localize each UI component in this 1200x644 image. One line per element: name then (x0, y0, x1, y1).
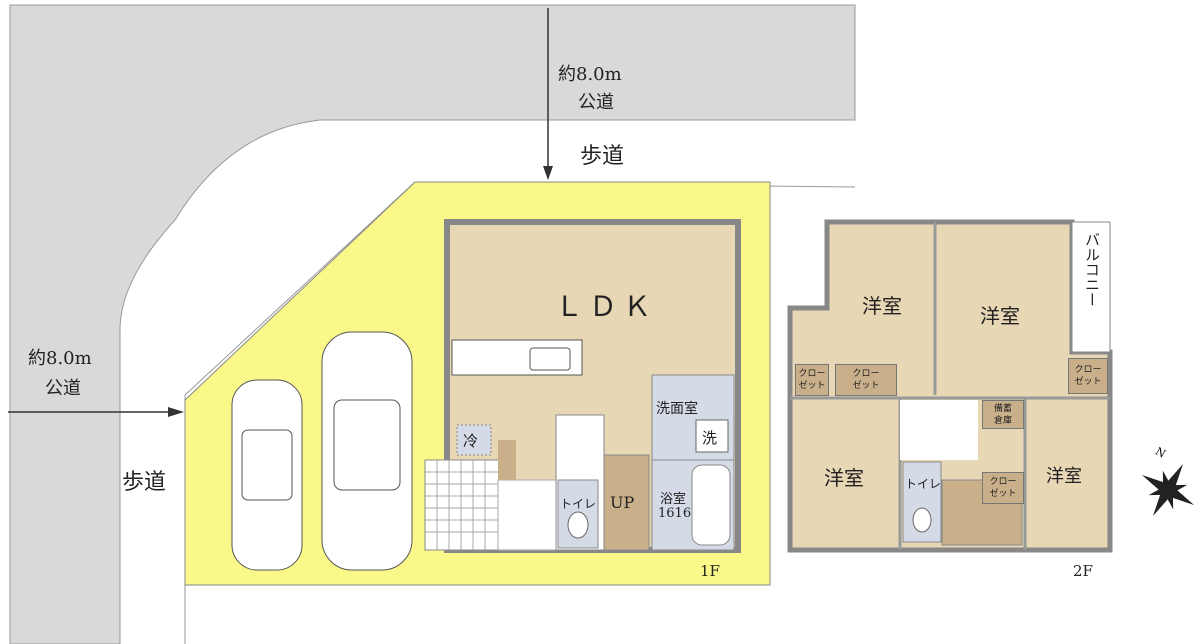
public-road (9, 4, 856, 644)
road-type-left: 公道 (45, 378, 81, 399)
car-icon (231, 379, 303, 571)
room-western-1: 洋室 (862, 294, 902, 318)
closet-label: ゼット (798, 381, 826, 391)
room-western-3: 洋室 (824, 466, 864, 490)
room-bath: 浴室 (660, 492, 687, 507)
room-western-2: 洋室 (980, 304, 1020, 328)
bath-size: 1616 (658, 506, 692, 521)
road-type-top: 公道 (578, 92, 614, 113)
floor-label-1f: 1F (700, 562, 720, 580)
svg-text:N: N (1153, 445, 1168, 461)
closet-label: クロー (989, 477, 1017, 487)
closet-3: クローゼット (1068, 358, 1108, 394)
room-western-4: 洋室 (1046, 466, 1082, 487)
stairs-up-label: UP (610, 493, 635, 512)
closet-label: ゼット (852, 381, 880, 391)
room-ldk: ＬＤＫ (555, 290, 658, 323)
storage: 備蓄倉庫 (982, 400, 1024, 429)
closet-label: クロー (798, 369, 826, 379)
road-width-left: 約8.0m (28, 348, 92, 369)
room-toilet-1f: トイレ (560, 497, 597, 511)
storage-label: 倉庫 (993, 415, 1012, 426)
sidewalk-label-top: 歩道 (580, 144, 625, 169)
room-washroom: 洗面室 (656, 401, 698, 417)
balcony-label: バルコニー (1083, 232, 1101, 307)
closet-label: クロー (1074, 365, 1102, 375)
storage-label: 備蓄 (993, 403, 1012, 414)
fridge-label: 冷 (463, 432, 479, 450)
road-width-top: 約8.0m (558, 64, 622, 85)
closet-label: ゼット (989, 489, 1017, 499)
closet-label: ゼット (1074, 377, 1102, 387)
closet-4: クローゼット (982, 472, 1024, 504)
parking-cars (231, 331, 413, 571)
closet-label: クロー (852, 369, 880, 379)
floor-label-2f: 2F (1073, 562, 1093, 580)
car-icon (321, 331, 413, 571)
sidewalk-label-left: 歩道 (122, 470, 167, 495)
washer-label: 洗 (702, 429, 718, 447)
room-toilet-2f: トイレ (905, 477, 942, 491)
closet-2: クローゼット (835, 364, 897, 396)
north-compass-icon: N (1142, 445, 1194, 516)
closet-1: クローゼット (795, 364, 829, 396)
